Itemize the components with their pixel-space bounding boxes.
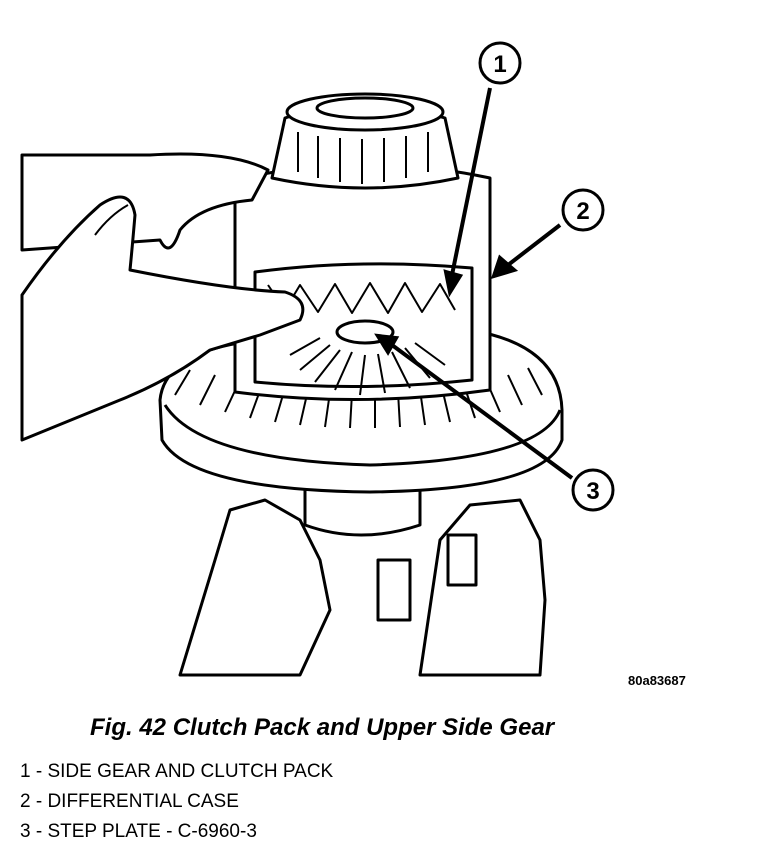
svg-text:1: 1	[493, 51, 506, 78]
svg-text:2: 2	[576, 198, 589, 225]
differential-illustration: 1 2 3	[20, 41, 615, 677]
lower-hand-right	[418, 498, 547, 677]
figure-caption: Fig. 42 Clutch Pack and Upper Side Gear	[90, 714, 555, 741]
fixture-block-right	[446, 533, 478, 587]
side-gear-teeth	[267, 282, 456, 314]
legend-item-1: 1 - SIDE GEAR AND CLUTCH PACK	[20, 761, 334, 782]
callout-1: 1	[478, 41, 522, 85]
legend-item-3: 3 - STEP PLATE - C-6960-3	[20, 821, 257, 842]
lower-hand-left	[178, 498, 332, 677]
image-code: 80a83687	[628, 673, 686, 688]
legend: 1 - SIDE GEAR AND CLUTCH PACK 2 - DIFFER…	[20, 760, 333, 850]
upper-hand	[20, 152, 270, 252]
leader-line-1	[450, 87, 492, 276]
svg-text:3: 3	[586, 478, 599, 505]
bearing-rollers	[297, 132, 429, 184]
callout-2: 2	[561, 188, 605, 232]
callout-3: 3	[571, 468, 615, 512]
leader-line-3	[390, 343, 574, 480]
legend-item-2: 2 - DIFFERENTIAL CASE	[20, 791, 239, 812]
fixture-block	[376, 558, 412, 622]
lower-left-hand	[20, 195, 305, 442]
leader-line-2	[506, 223, 562, 267]
